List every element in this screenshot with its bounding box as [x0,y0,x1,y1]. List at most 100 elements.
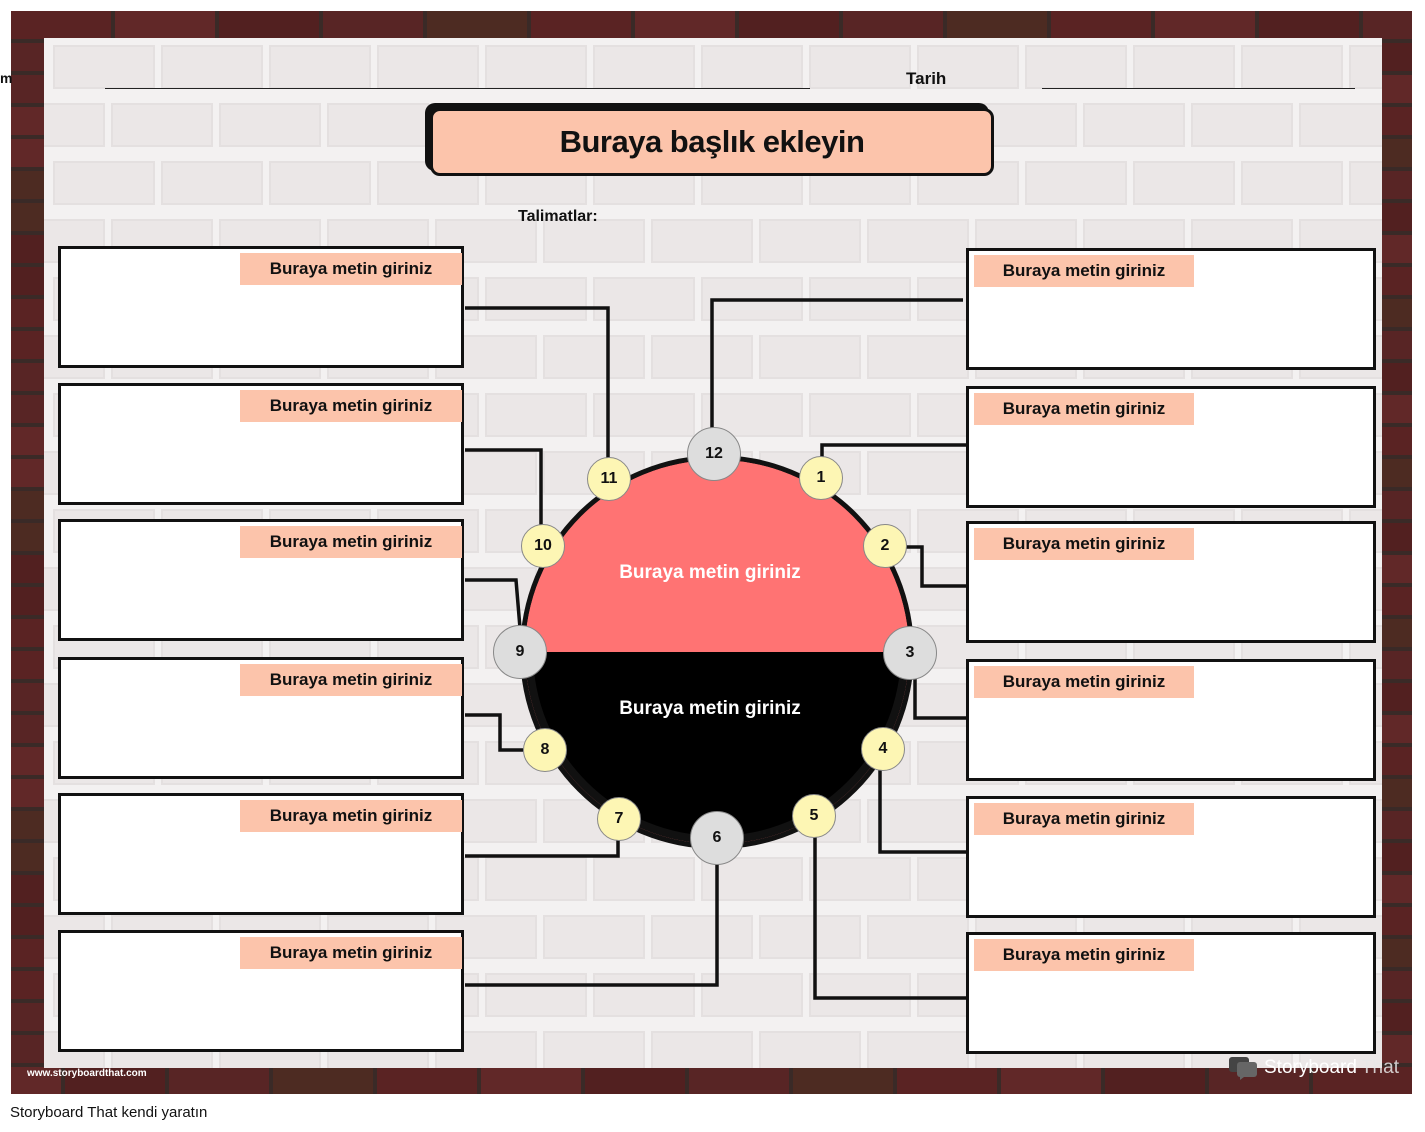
brick [1105,1067,1205,1094]
inner-brick [1191,103,1293,147]
clock-number-2: 2 [863,524,907,568]
inner-brick [219,103,321,147]
right-text-box-3[interactable]: Buraya metin giriniz [966,521,1376,643]
left-text-box-4[interactable]: Buraya metin giriniz [58,657,464,779]
inner-brick [809,393,911,437]
logo-text-storyboard: Storyboard [1264,1057,1357,1078]
brick [897,1067,997,1094]
inner-brick [1025,161,1127,205]
inner-brick [1349,161,1382,205]
inner-brick [917,45,1019,89]
connector-9 [465,578,522,629]
connector-lines [465,298,968,1000]
clock-number-7: 7 [597,797,641,841]
connector-3 [913,675,968,720]
inner-brick [485,857,587,901]
left-text-box-1[interactable]: Buraya metin giriniz [58,246,464,368]
box-label: Buraya metin giriniz [974,803,1194,835]
right-text-box-5[interactable]: Buraya metin giriniz [966,796,1376,918]
inner-brick [543,1031,645,1068]
inner-brick [161,161,263,205]
clock-number-10: 10 [521,524,565,568]
inner-brick [485,277,587,321]
right-text-box-6[interactable]: Buraya metin giriniz [966,932,1376,1054]
inner-brick [269,161,371,205]
page-title: Buraya başlık ekleyin [559,124,865,159]
inner-brick [809,45,911,89]
connector-2 [902,545,968,588]
clock-number-9: 9 [493,625,547,679]
inner-brick [161,45,263,89]
inner-brick [485,973,587,1017]
inner-brick [111,103,213,147]
brick [481,1067,581,1094]
right-text-box-1[interactable]: Buraya metin giriniz [966,248,1376,370]
connector-4 [878,765,968,854]
clock-top-text[interactable]: Buraya metin giriniz [619,562,801,583]
box-label: Buraya metin giriniz [974,393,1194,425]
brick [689,1067,789,1094]
inner-brick [593,393,695,437]
connector-10 [465,448,543,525]
right-text-box-4[interactable]: Buraya metin giriniz [966,659,1376,781]
clock-bottom-text[interactable]: Buraya metin giriniz [619,698,801,719]
inner-brick [543,915,645,959]
inner-brick [1025,45,1127,89]
brick [65,1067,165,1094]
brick [377,1067,477,1094]
brick [1155,11,1255,39]
box-label: Buraya metin giriniz [974,255,1194,287]
date-line[interactable] [1042,88,1355,89]
clock-number-6: 6 [690,811,744,865]
inner-brick [867,335,969,379]
left-text-box-5[interactable]: Buraya metin giriniz [58,793,464,915]
inner-brick [1241,161,1343,205]
connector-1 [820,443,968,460]
clock-number-11: 11 [587,457,631,501]
inner-brick [593,973,695,1017]
brick [1363,11,1412,39]
inner-brick [543,335,645,379]
left-text-box-6[interactable]: Buraya metin giriniz [58,930,464,1052]
clock-number-8: 8 [523,728,567,772]
inner-brick [1133,161,1235,205]
connector-5 [813,835,968,1000]
footer-url[interactable]: www.storyboardthat.com [27,1068,147,1079]
bottom-caption[interactable]: Storyboard That kendi yaratın [10,1104,208,1121]
clock-bottom-inner [533,652,901,836]
box-label: Buraya metin giriniz [240,526,462,558]
inner-brick [651,1031,753,1068]
brick [427,11,527,39]
left-text-box-3[interactable]: Buraya metin giriniz [58,519,464,641]
inner-brick [759,1031,861,1068]
clock-top-half [525,460,909,652]
inner-brick [759,335,861,379]
inner-brick [53,161,155,205]
box-label: Buraya metin giriniz [974,528,1194,560]
box-label: Buraya metin giriniz [240,937,462,969]
date-label: Tarih [906,69,947,88]
brick [1313,1067,1412,1094]
inner-brick [543,219,645,263]
left-text-box-2[interactable]: Buraya metin giriniz [58,383,464,505]
name-line[interactable] [105,88,810,89]
brick [219,11,319,39]
logo-text-that: That [1360,1057,1399,1078]
inner-brick [593,277,695,321]
inner-brick [377,45,479,89]
right-text-box-2[interactable]: Buraya metin giriniz [966,386,1376,508]
inner-brick [1133,45,1235,89]
brick [843,11,943,39]
inner-brick [53,45,155,89]
box-label: Buraya metin giriniz [240,253,462,285]
box-label: Buraya metin giriniz [240,664,462,696]
box-label: Buraya metin giriniz [974,939,1194,971]
title-box[interactable]: Buraya başlık ekleyin [430,108,994,176]
inner-brick [759,219,861,263]
inner-brick [651,219,753,263]
inner-brick [809,857,911,901]
connector-6 [465,864,719,987]
box-label: Buraya metin giriniz [974,666,1194,698]
box-label: Buraya metin giriniz [240,390,462,422]
